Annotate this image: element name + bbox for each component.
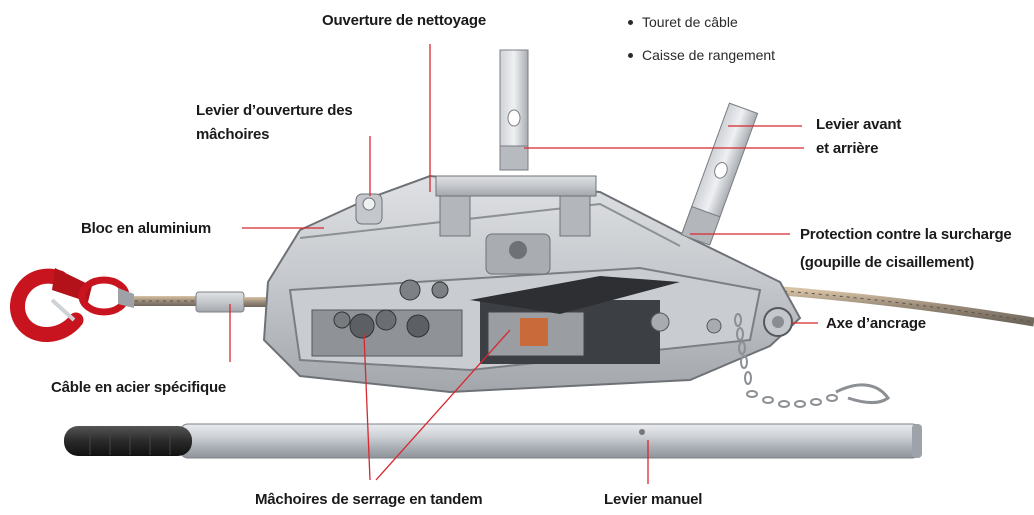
safety-chain xyxy=(734,313,838,408)
label-jaw-opening-lever-2: mâchoires xyxy=(196,126,270,143)
cable-right-strands xyxy=(769,289,1034,323)
label-front-rear-lever-1: Levier avant xyxy=(816,116,902,133)
label-cleaning-opening: Ouverture de nettoyage xyxy=(322,12,486,29)
bullet-icon xyxy=(628,19,633,25)
label-overload-protection-1: Protection contre la surcharge xyxy=(800,226,1012,243)
cable-ferrule xyxy=(195,291,245,313)
cotter-pin xyxy=(835,383,891,404)
cable-stub xyxy=(244,297,266,307)
leader-jaws-2 xyxy=(375,329,511,481)
accessory-text: Touret de câble xyxy=(642,14,738,30)
leader-jaws-1 xyxy=(363,333,371,481)
tandem-jaws-mechanism xyxy=(311,276,680,364)
rear-lever xyxy=(680,102,759,246)
label-overload-protection-2: (goupille de cisaillement) xyxy=(800,254,975,271)
label-aluminium-block: Bloc en aluminium xyxy=(81,220,211,237)
label-anchor-pin: Axe d’ancrage xyxy=(826,315,926,332)
label-jaw-opening-lever-1: Levier d’ouverture des xyxy=(196,102,353,119)
leader-lines xyxy=(229,44,818,484)
accessory-item: Touret de câble xyxy=(628,13,738,31)
label-front-rear-lever-2: et arrière xyxy=(816,140,879,157)
manual-lever-tube xyxy=(64,423,922,459)
cleaning-opening-bracket xyxy=(435,175,597,197)
label-steel-cable: Câble en acier spécifique xyxy=(51,379,227,396)
bullet-icon xyxy=(628,52,633,58)
accessory-item: Caisse de rangement xyxy=(628,46,775,64)
accessory-text: Caisse de rangement xyxy=(642,47,776,63)
label-tandem-jaws: Mâchoires de serrage en tandem xyxy=(255,491,483,508)
label-manual-lever: Levier manuel xyxy=(604,491,703,508)
hook-icon xyxy=(10,268,134,342)
